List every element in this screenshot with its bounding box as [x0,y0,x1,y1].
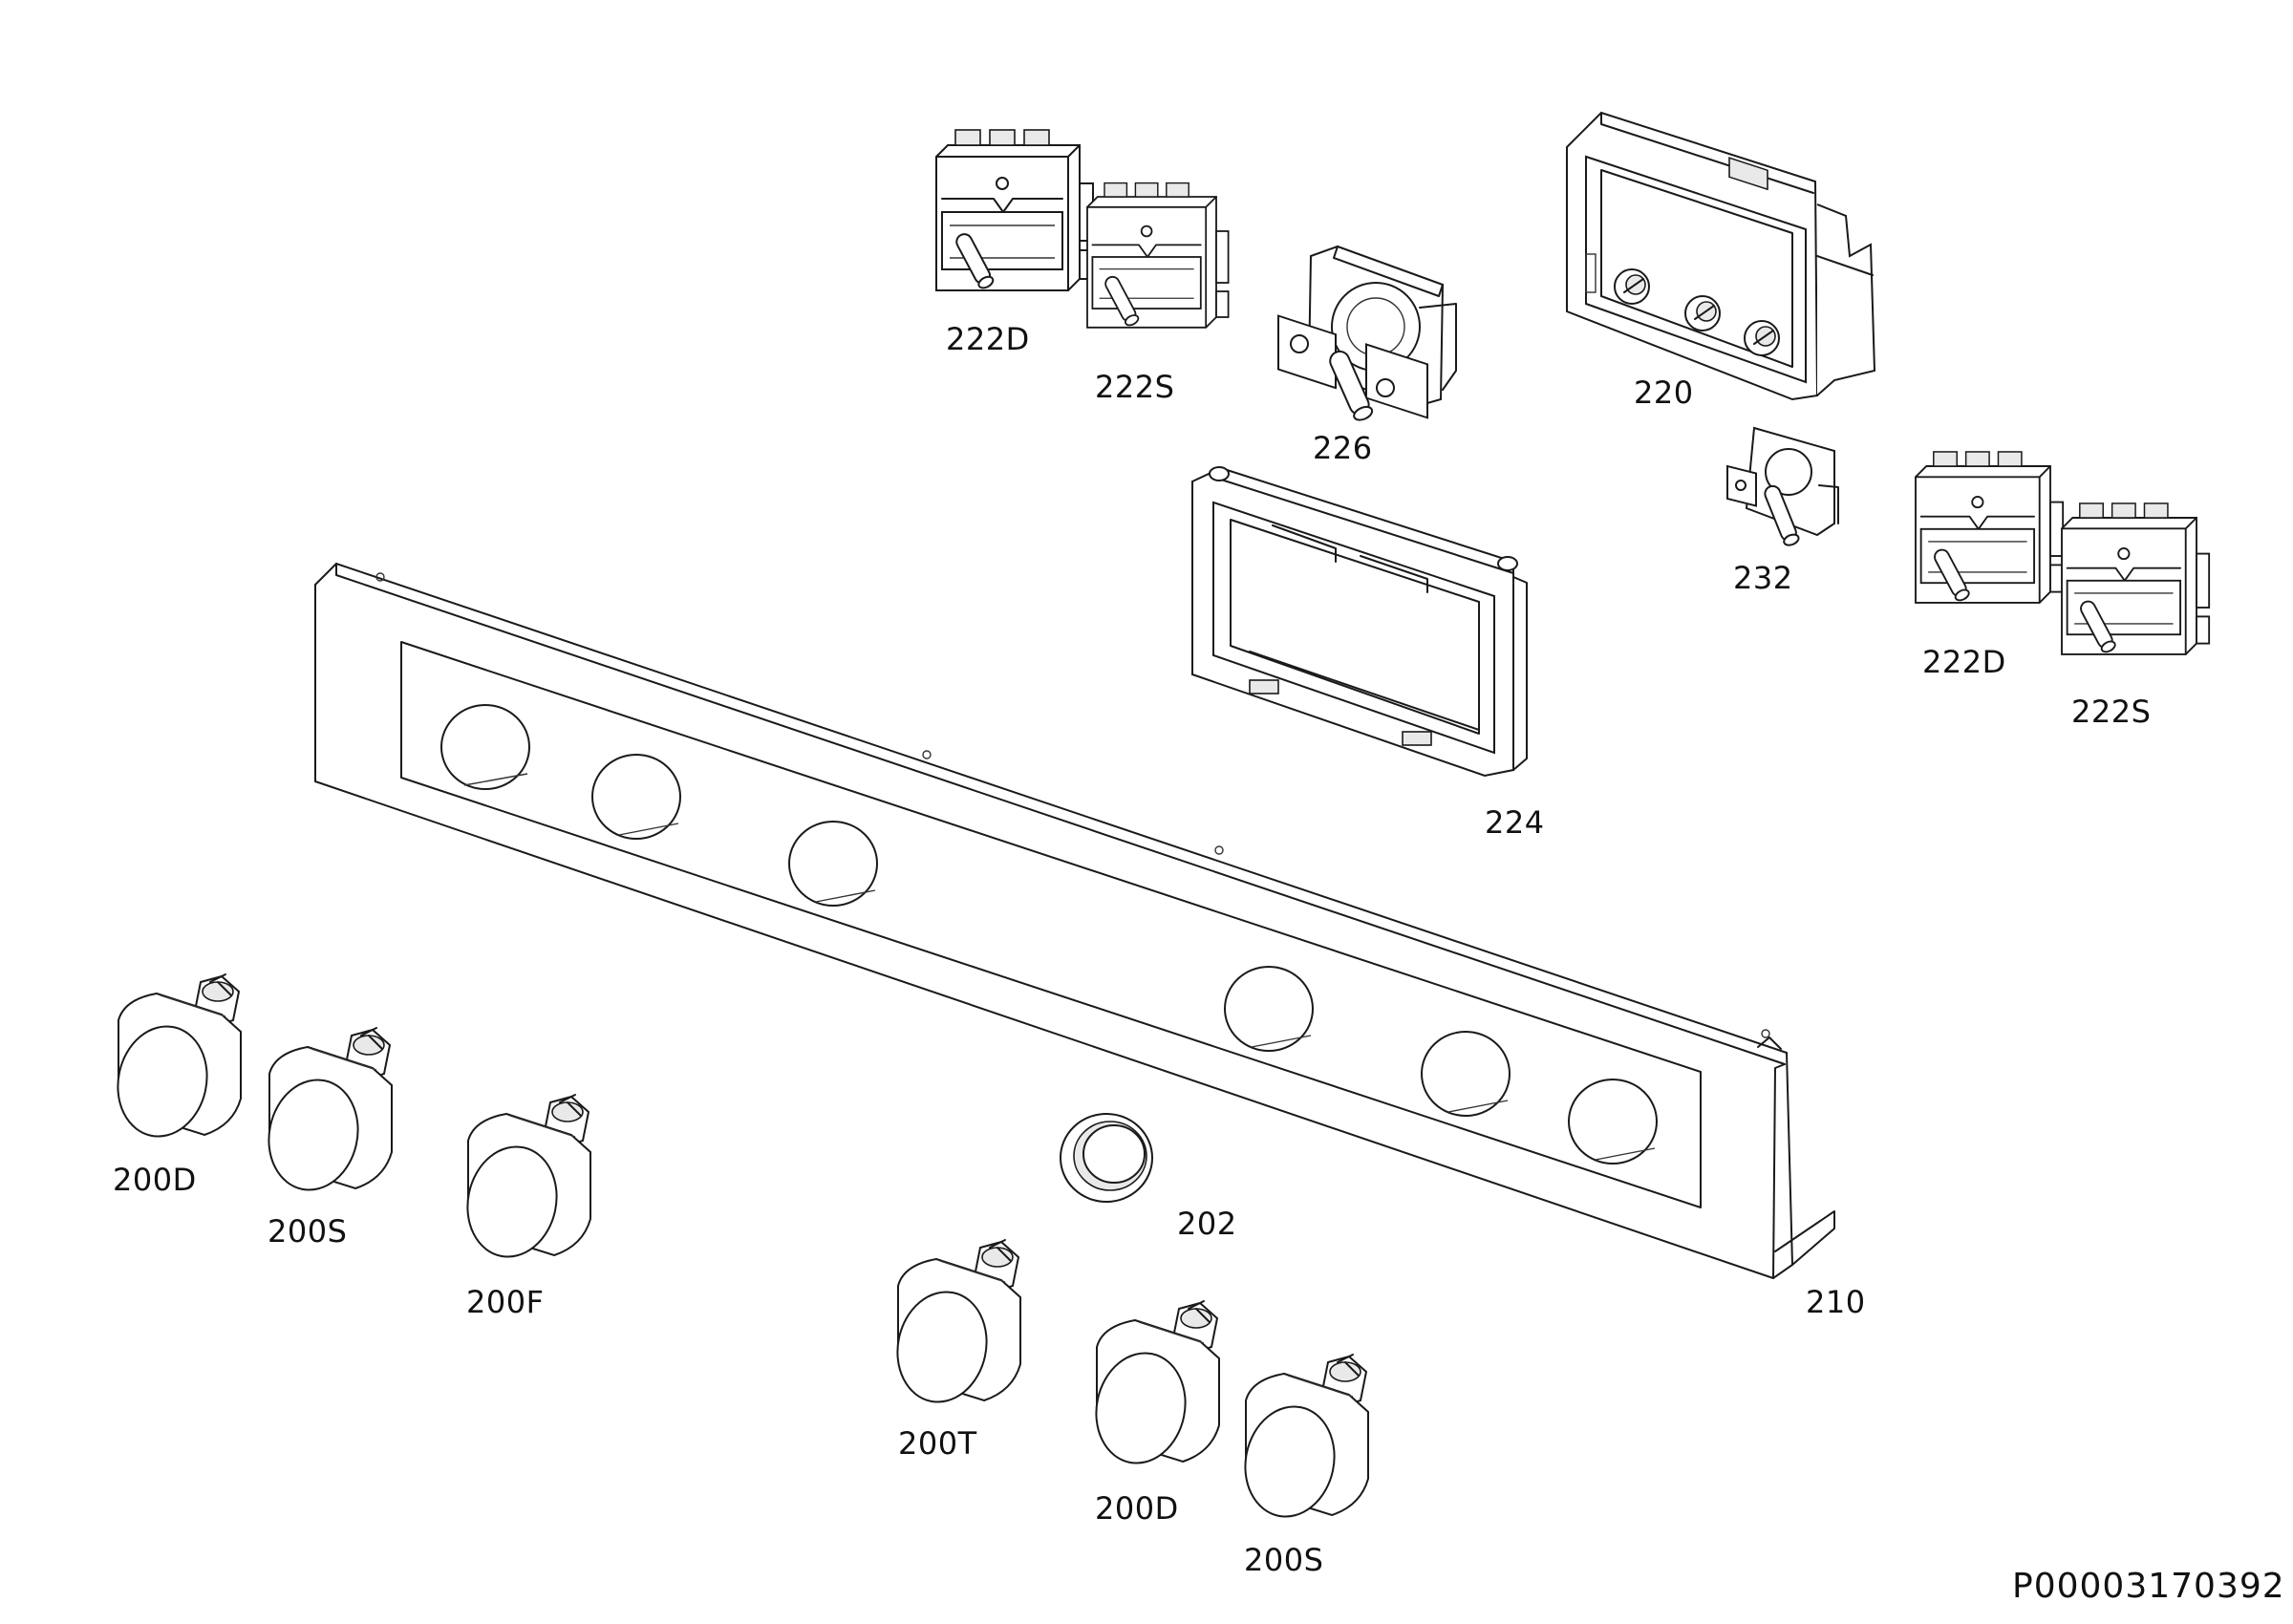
label-200F: 200F [466,1284,545,1320]
control-panel-210 [314,562,1835,1280]
label-222D-right: 222D [1922,644,2006,680]
selector-switch-222S-right [2061,502,2211,655]
selector-switch-222D-right [1915,451,2065,604]
label-232: 232 [1733,560,1793,596]
label-200D-left: 200D [113,1162,197,1198]
label-200S-bottom: 200S [1244,1542,1324,1578]
label-200T: 200T [898,1425,977,1462]
document-code: P00003170392 [2012,1567,2285,1606]
knob-200S-left [257,1027,393,1200]
bezel-ring-202 [1060,1113,1153,1203]
knob-200D-left [106,973,242,1146]
selector-switch-222S-top [1086,182,1230,329]
label-220: 220 [1634,374,1694,411]
knob-200D-bottom [1084,1300,1220,1473]
label-210: 210 [1806,1284,1866,1320]
label-222S-right: 222S [2071,694,2152,730]
label-202: 202 [1177,1206,1237,1242]
label-200S-left: 200S [268,1213,348,1250]
thermostat-226 [1277,245,1457,421]
programmer-timer-220 [1566,111,1876,401]
knob-200F [456,1094,591,1267]
panel-holes [440,704,1658,1165]
thermostat-232 [1726,426,1839,546]
label-224: 224 [1485,804,1545,841]
label-222D-top: 222D [946,321,1030,357]
label-222S-top: 222S [1095,369,1175,405]
label-226: 226 [1313,430,1373,466]
selector-switch-222D-top [935,129,1094,291]
knob-200S-bottom [1233,1354,1369,1527]
knob-200T [886,1239,1021,1412]
label-200D-bottom: 200D [1095,1490,1179,1527]
display-frame-224 [1191,466,1528,778]
